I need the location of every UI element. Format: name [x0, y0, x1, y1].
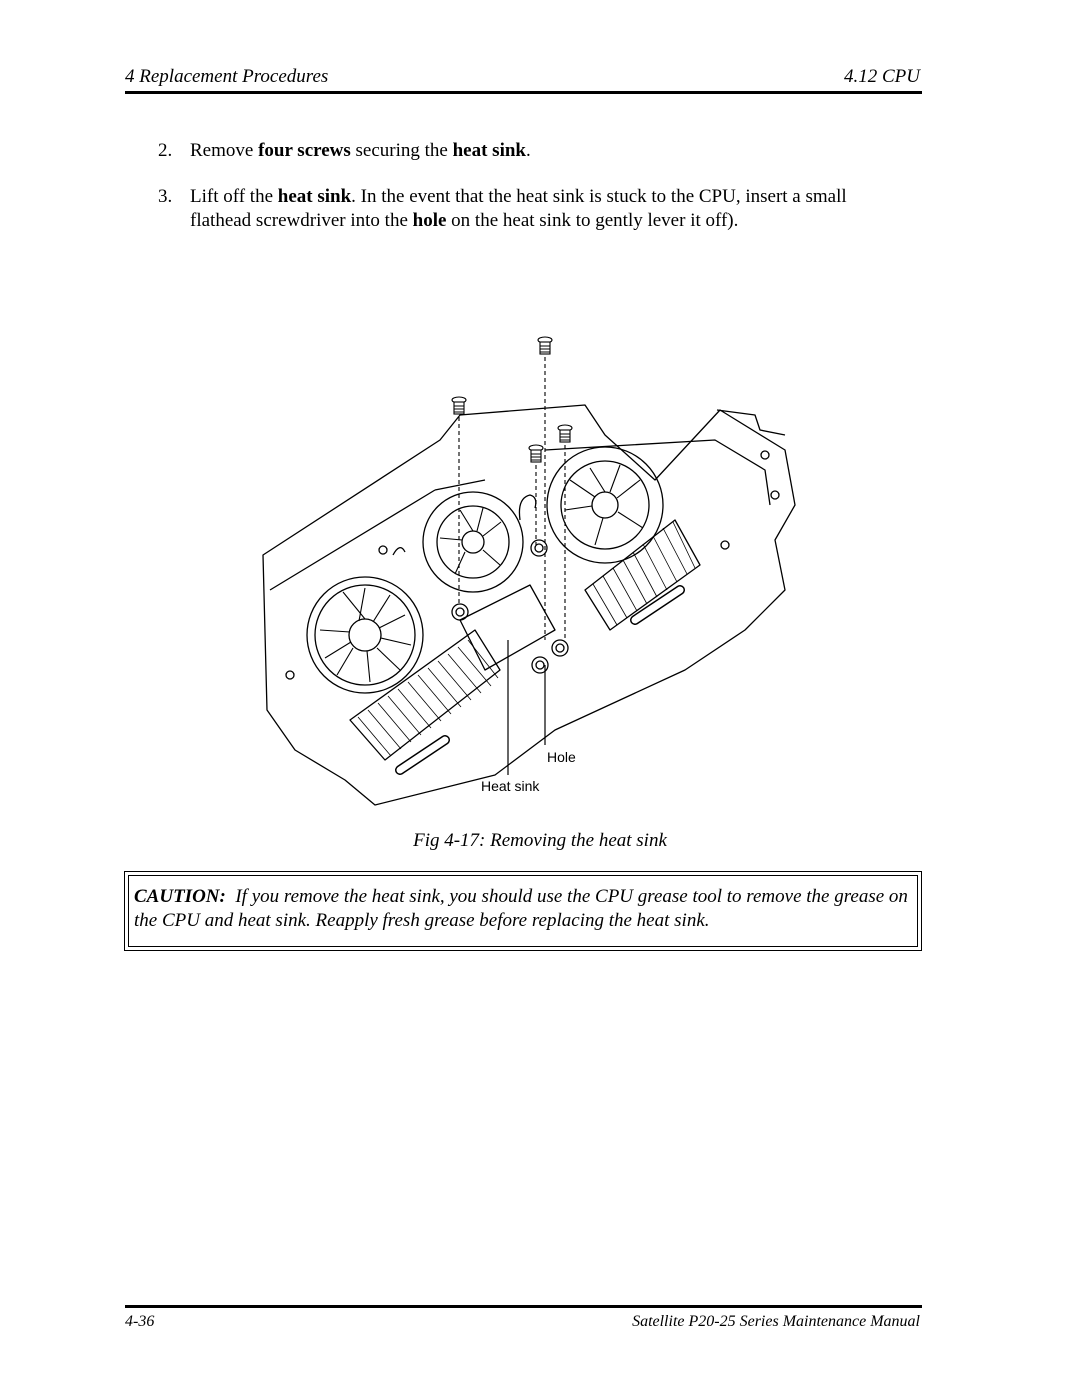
step-text: Lift off the heat sink. In the event tha…	[190, 185, 910, 233]
text-run: .	[526, 140, 531, 161]
text-run: on the heat sink to gently lever it off)…	[446, 210, 739, 231]
step-number: 2.	[158, 140, 173, 161]
text-run: Lift off the	[190, 186, 278, 207]
bold-term: four screws	[258, 140, 351, 161]
manual-title: Satellite P20-25 Series Maintenance Manu…	[632, 1313, 920, 1330]
header-rule	[125, 91, 922, 94]
text-run: . In the event that the heat sink is stu…	[190, 186, 847, 231]
topic-title: 4.12 CPU	[844, 66, 920, 87]
step-number: 3.	[158, 186, 173, 207]
heat-sink-illustration: Hole Heat sink	[262, 336, 796, 806]
section-title: 4 Replacement Procedures	[125, 66, 329, 87]
heat-sink-figure: Hole Heat sink	[255, 330, 815, 810]
hole-label: Hole	[547, 749, 576, 765]
footer-rule	[125, 1305, 922, 1308]
step-text: Remove four screws securing the heat sin…	[190, 139, 910, 163]
bold-term: heat sink	[277, 186, 352, 207]
caution-text: CAUTION: If you remove the heat sink, yo…	[134, 885, 915, 933]
caution-inner-border	[128, 875, 918, 947]
page-header: 4 Replacement Procedures 4.12 CPU	[125, 66, 922, 90]
bold-term: heat sink	[452, 140, 526, 161]
text-run: Remove	[190, 140, 259, 161]
text-run: securing the	[350, 140, 453, 161]
caution-label: CAUTION:	[134, 886, 226, 907]
figure-caption: Fig 4-17: Removing the heat sink	[413, 830, 667, 851]
caution-body: If you remove the heat sink, you should …	[134, 886, 908, 931]
bold-term: hole	[412, 210, 447, 231]
caution-box: CAUTION: If you remove the heat sink, yo…	[124, 871, 922, 951]
heat-sink-label: Heat sink	[481, 778, 540, 794]
page-number: 4-36	[125, 1313, 155, 1330]
page-footer: 4-36 Satellite P20-25 Series Maintenance…	[125, 1313, 922, 1335]
step-3: 3. Lift off the heat sink. In the event …	[158, 185, 918, 235]
